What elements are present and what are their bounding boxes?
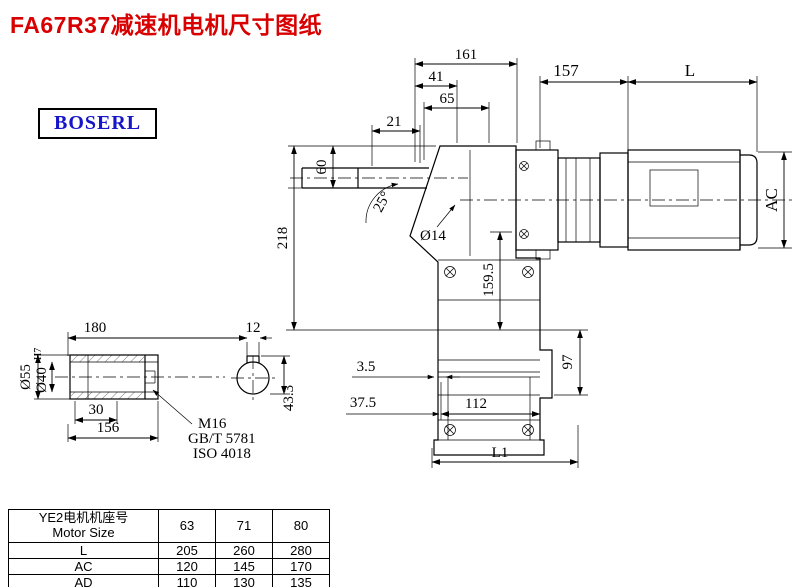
page-title: FA67R37减速机电机尺寸图纸 bbox=[10, 12, 323, 38]
dim-65: 65 bbox=[423, 91, 490, 160]
table-row-AC: AC 120 145 170 bbox=[8, 557, 330, 575]
dim-L1-label: L1 bbox=[492, 445, 509, 461]
dim-dia40h7: Ø40 H7 bbox=[33, 348, 55, 393]
header-motor-size: YE2电机机座号 Motor Size bbox=[8, 509, 159, 543]
header-motor-size-en: Motor Size bbox=[52, 524, 115, 540]
dim-156: 156 bbox=[67, 401, 159, 442]
value-L-80: 280 bbox=[272, 541, 330, 559]
value-AD-71: 130 bbox=[215, 573, 273, 587]
table-row-L: L 205 260 280 bbox=[8, 541, 330, 559]
row-label-AD: AD bbox=[8, 573, 159, 587]
dim-159-5-label: 159.5 bbox=[481, 263, 497, 297]
dim-37-5-label: 37.5 bbox=[350, 395, 376, 411]
value-AC-80: 170 bbox=[272, 557, 330, 575]
dim-L-label: L bbox=[685, 61, 695, 80]
value-L-71: 260 bbox=[215, 541, 273, 559]
dim-159-5: 159.5 bbox=[481, 231, 512, 331]
dim-21: 21 bbox=[371, 114, 421, 166]
table-row-AD: AD 110 130 135 bbox=[8, 573, 330, 587]
dim-218-label: 218 bbox=[275, 227, 291, 250]
shaft-body bbox=[69, 354, 159, 400]
bolt-hole-icon bbox=[444, 161, 534, 436]
value-AD-80: 135 bbox=[272, 573, 330, 587]
shaft-end-view: 43.3 bbox=[231, 355, 297, 411]
value-L-63: 205 bbox=[158, 541, 216, 559]
value-AD-63: 110 bbox=[158, 573, 216, 587]
technical-drawing: 161 41 65 21 bbox=[18, 47, 792, 468]
dim-21-label: 21 bbox=[387, 114, 402, 130]
value-AC-71: 145 bbox=[215, 557, 273, 575]
dim-156-label: 156 bbox=[97, 420, 120, 436]
size-71: 71 bbox=[215, 509, 273, 543]
motor-nameplate bbox=[649, 169, 699, 207]
dim-3-5: 3.5 bbox=[352, 359, 460, 380]
dim-L: L bbox=[627, 61, 758, 152]
section-hatching bbox=[71, 355, 144, 362]
standard-gbt-label: GB/T 5781 bbox=[188, 431, 256, 447]
dim-60-label: 60 bbox=[314, 160, 330, 175]
dim-37-5: 37.5 bbox=[346, 395, 440, 417]
main-view: 161 41 65 21 bbox=[275, 47, 792, 468]
dim-157-label: 157 bbox=[553, 61, 579, 80]
brand-logo: BOSERL bbox=[38, 108, 158, 139]
dim-112: 112 bbox=[440, 382, 541, 420]
standard-iso-label: ISO 4018 bbox=[193, 446, 251, 462]
value-AC-63: 120 bbox=[158, 557, 216, 575]
thread-callout: M16 GB/T 5781 ISO 4018 bbox=[152, 389, 256, 462]
thread-label: M16 bbox=[198, 416, 227, 432]
dim-43-3-label: 43.3 bbox=[281, 385, 297, 411]
dim-30: 30 bbox=[74, 401, 118, 424]
fan-cover bbox=[739, 150, 758, 250]
dim-60: 60 bbox=[288, 145, 436, 189]
dim-218: 218 bbox=[275, 145, 588, 331]
row-label-L: L bbox=[8, 541, 159, 559]
dim-dia40-tolerance: H7 bbox=[33, 348, 44, 360]
dim-dia55-label: Ø55 bbox=[18, 364, 34, 390]
dim-180-label: 180 bbox=[84, 320, 107, 336]
row-label-AC: AC bbox=[8, 557, 159, 575]
dim-12-label: 12 bbox=[246, 320, 261, 336]
dim-97: 97 bbox=[554, 329, 588, 396]
motor-size-table: YE2电机机座号 Motor Size 63 71 80 L 205 260 2… bbox=[8, 509, 330, 587]
dim-angle-25: 25° bbox=[365, 182, 399, 224]
dim-12: 12 bbox=[246, 320, 272, 356]
dim-AC-label: AC bbox=[762, 188, 781, 212]
table-header-row: YE2电机机座号 Motor Size 63 71 80 bbox=[8, 509, 330, 543]
dim-41: 41 bbox=[414, 69, 458, 143]
dim-AC: AC bbox=[758, 151, 792, 249]
size-80: 80 bbox=[272, 509, 330, 543]
dim-30-label: 30 bbox=[89, 402, 104, 418]
dim-angle-label: 25° bbox=[370, 189, 394, 215]
dim-dia14: Ø14 bbox=[420, 204, 456, 244]
dim-41-label: 41 bbox=[429, 69, 444, 85]
dim-dia40-label: Ø40 bbox=[34, 367, 50, 393]
dim-112-label: 112 bbox=[465, 396, 487, 412]
dim-157: 157 bbox=[539, 61, 629, 150]
dim-dia55: Ø55 bbox=[18, 354, 70, 400]
dim-3-5-label: 3.5 bbox=[357, 359, 376, 375]
dim-L1: L1 bbox=[431, 425, 579, 468]
shaft-detail-view: 180 12 Ø55 Ø40 H7 bbox=[18, 320, 272, 462]
dim-180: 180 bbox=[67, 320, 248, 356]
output-shaft bbox=[301, 167, 429, 189]
header-motor-size-cn: YE2电机机座号 bbox=[38, 510, 129, 525]
size-63: 63 bbox=[158, 509, 216, 543]
dim-161: 161 bbox=[414, 47, 518, 162]
dim-65-label: 65 bbox=[440, 91, 455, 107]
dim-161-label: 161 bbox=[455, 47, 478, 63]
dim-97-label: 97 bbox=[560, 354, 576, 370]
dim-dia14-label: Ø14 bbox=[420, 228, 446, 244]
dim-43-3: 43.3 bbox=[261, 355, 297, 411]
